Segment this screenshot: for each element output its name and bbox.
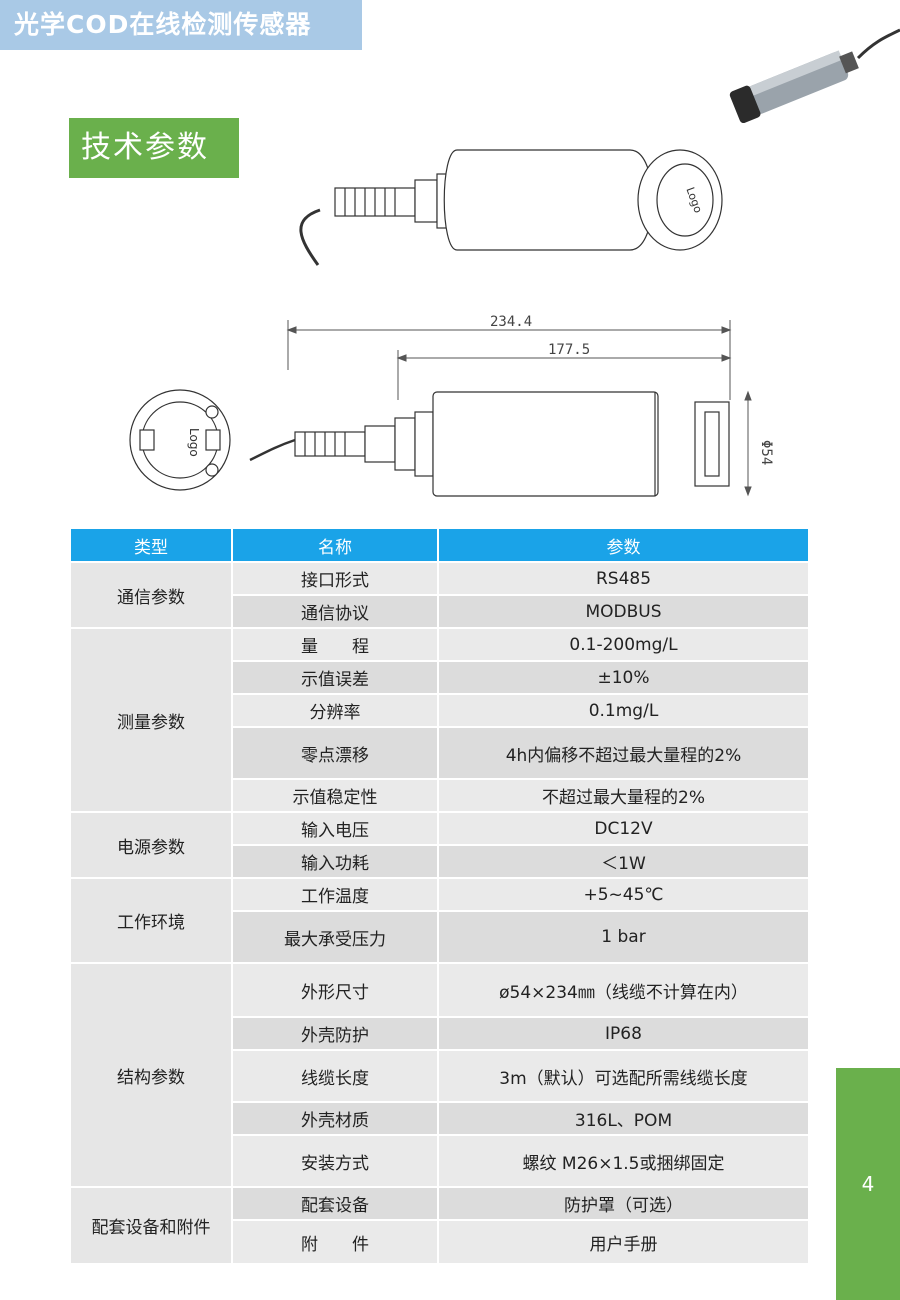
- table-row: 工作环境 工作温度 +5~45℃: [69, 877, 810, 964]
- param-value: 0.1-200mg/L: [437, 627, 810, 662]
- table-row: 示值误差 ±10%: [70, 660, 810, 695]
- table-row: 通信参数 接口形式 RS485: [69, 561, 810, 629]
- param-name: 量 程: [231, 627, 439, 662]
- table-header-row: 类型 名称 参数: [69, 527, 810, 563]
- param-name: 线缆长度: [231, 1049, 439, 1103]
- param-name: 示值误差: [231, 660, 439, 695]
- param-name: 零点漂移: [231, 726, 439, 780]
- param-value: MODBUS: [437, 594, 810, 629]
- table-row: 测量参数 量 程 0.1-200mg/L: [69, 627, 810, 813]
- category-cell: 工作环境: [69, 877, 233, 964]
- table-row: 结构参数 外形尺寸 ø54×234㎜（线缆不计算在内）: [69, 962, 810, 1188]
- section-title: 技术参数: [69, 118, 239, 178]
- param-name: 接口形式: [231, 561, 439, 596]
- category-cell: 结构参数: [69, 962, 233, 1188]
- param-name: 通信协议: [231, 594, 439, 629]
- param-value: 螺纹 M26×1.5或捆绑固定: [437, 1134, 810, 1188]
- category-cell: 电源参数: [69, 811, 233, 879]
- param-value: IP68: [437, 1016, 810, 1051]
- table-row: 电源参数 输入电压 DC12V: [69, 811, 810, 879]
- param-name: 工作温度: [231, 877, 439, 912]
- dim-total-label: 234.4: [490, 314, 532, 330]
- category-cell: 通信参数: [69, 561, 233, 629]
- param-value: 不超过最大量程的2%: [437, 778, 810, 813]
- param-value: 用户手册: [437, 1219, 810, 1265]
- param-value: 防护罩（可选）: [437, 1186, 810, 1221]
- param-name: 最大承受压力: [231, 910, 439, 964]
- table-row: 附 件 用户手册: [70, 1219, 810, 1265]
- param-value: 0.1mg/L: [437, 693, 810, 728]
- table-row: 配套设备和附件 配套设备 防护罩（可选）: [69, 1186, 810, 1265]
- param-value: 316L、POM: [437, 1101, 810, 1136]
- sensor-iso-view: Logo: [299, 149, 723, 266]
- spec-table: 类型 名称 参数 通信参数 接口形式 RS485 通信协议 MODBUS 测量参…: [69, 527, 810, 1265]
- param-value: 4h内偏移不超过最大量程的2%: [437, 726, 810, 780]
- param-name: 附 件: [231, 1219, 439, 1265]
- category-cell: 测量参数: [69, 627, 233, 813]
- page-title: 光学COD在线检测传感器: [0, 0, 362, 50]
- dimension-drawing: Logo 234.4 177.5 Φ54: [129, 149, 774, 497]
- param-name: 安装方式: [231, 1134, 439, 1188]
- end-logo-text: Logo: [187, 428, 201, 457]
- param-name: 输入功耗: [231, 844, 439, 879]
- table-row: 安装方式 螺纹 M26×1.5或捆绑固定: [70, 1134, 810, 1188]
- param-value: ±10%: [437, 660, 810, 695]
- header-type: 类型: [69, 527, 233, 563]
- table-row: 零点漂移 4h内偏移不超过最大量程的2%: [70, 726, 810, 780]
- table-row: 外壳防护 IP68: [70, 1016, 810, 1051]
- dim-body-label: 177.5: [548, 342, 590, 358]
- param-name: 外壳防护: [231, 1016, 439, 1051]
- table-row: 示值稳定性 不超过最大量程的2%: [70, 778, 810, 813]
- header-param: 参数: [437, 527, 810, 563]
- product-photo: [708, 18, 900, 144]
- table-row: 分辨率 0.1mg/L: [70, 693, 810, 728]
- param-value: ＜1W: [437, 844, 810, 879]
- table-row: 线缆长度 3m（默认）可选配所需线缆长度: [70, 1049, 810, 1103]
- param-name: 示值稳定性: [231, 778, 439, 813]
- param-name: 外形尺寸: [231, 962, 439, 1018]
- param-value: DC12V: [437, 811, 810, 846]
- param-value: +5~45℃: [437, 877, 810, 912]
- page-number: 4: [836, 1068, 900, 1300]
- param-value: RS485: [437, 561, 810, 596]
- param-value: ø54×234㎜（线缆不计算在内）: [437, 962, 810, 1018]
- param-name: 外壳材质: [231, 1101, 439, 1136]
- table-row: 通信协议 MODBUS: [70, 594, 810, 629]
- header-name: 名称: [231, 527, 439, 563]
- sensor-end-view: Logo: [129, 389, 231, 491]
- sensor-side-view: [249, 391, 730, 497]
- param-name: 分辨率: [231, 693, 439, 728]
- table-row: 输入功耗 ＜1W: [70, 844, 810, 879]
- table-row: 外壳材质 316L、POM: [70, 1101, 810, 1136]
- category-cell: 配套设备和附件: [69, 1186, 233, 1265]
- param-name: 配套设备: [231, 1186, 439, 1221]
- table-row: 最大承受压力 1 bar: [70, 910, 810, 964]
- param-name: 输入电压: [231, 811, 439, 846]
- dim-diameter-label: Φ54: [758, 440, 774, 465]
- param-value: 3m（默认）可选配所需线缆长度: [437, 1049, 810, 1103]
- param-value: 1 bar: [437, 910, 810, 964]
